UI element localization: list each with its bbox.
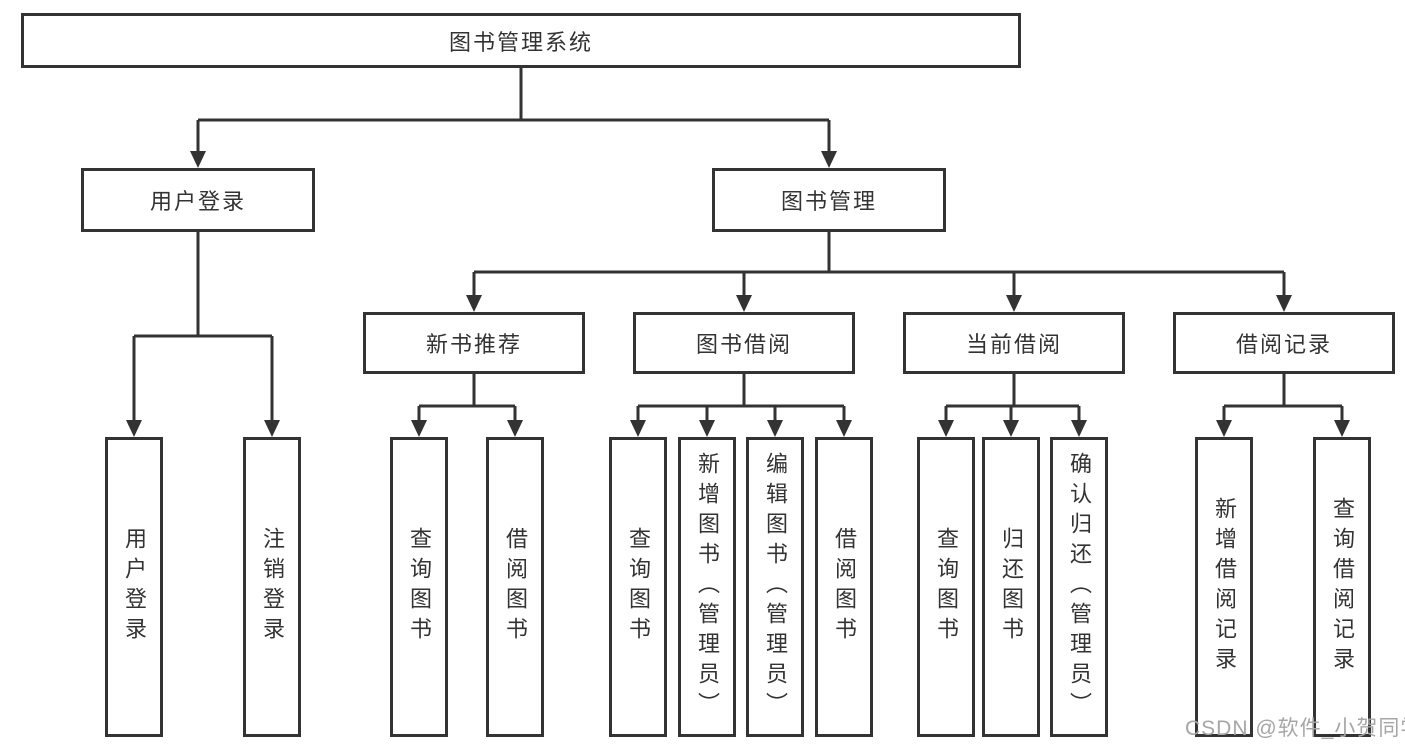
leaf-logout: 注销登录 [243,437,301,737]
leaf-borrow-books: 借阅图书 [815,437,873,737]
node-root: 图书管理系统 [21,13,1021,68]
leaf-borrow-books-label: 借阅图书 [832,527,857,647]
leaf-confirm-return-admin: 确认归还（管理员） [1050,437,1108,737]
leaf-user-login: 用户登录 [105,437,163,737]
leaf-query-books-recommend-label: 查询图书 [407,527,432,647]
leaf-edit-books-admin: 编辑图书（管理员） [746,437,804,737]
leaf-add-borrow-record: 新增借阅记录 [1195,437,1253,737]
csdn-watermark: CSDN @软件_小贺同学 [1185,717,1405,740]
node-user-login-label: 用户登录 [149,189,246,214]
connector-segments [132,68,1344,421]
node-current-borrow-label: 当前借阅 [965,332,1062,357]
node-root-label: 图书管理系统 [448,29,593,55]
leaf-return-books-label: 归还图书 [999,527,1024,647]
node-book-borrow: 图书借阅 [633,312,855,374]
leaf-add-books-admin: 新增图书（管理员） [678,437,736,737]
leaf-return-books: 归还图书 [982,437,1040,737]
node-user-login: 用户登录 [81,168,315,232]
leaf-query-books-borrow: 查询图书 [609,437,667,737]
leaf-query-books-current-label: 查询图书 [934,527,959,647]
leaf-query-borrow-record: 查询借阅记录 [1313,437,1371,737]
leaf-confirm-return-admin-label: 确认归还（管理员） [1067,452,1092,722]
node-current-borrow: 当前借阅 [903,312,1125,374]
leaf-borrow-books-recommend: 借阅图书 [486,437,544,737]
node-new-book-recommend-label: 新书推荐 [425,332,522,357]
node-book-management-label: 图书管理 [780,189,877,214]
leaf-logout-label: 注销登录 [260,527,285,647]
node-new-book-recommend: 新书推荐 [363,312,585,374]
node-borrow-records: 借阅记录 [1173,312,1395,374]
node-book-borrow-label: 图书借阅 [695,332,792,357]
leaf-query-books-recommend: 查询图书 [390,437,448,737]
leaf-query-books-current: 查询图书 [917,437,975,737]
leaf-add-borrow-record-label: 新增借阅记录 [1212,497,1237,677]
leaf-user-login-label: 用户登录 [122,527,147,647]
node-borrow-records-label: 借阅记录 [1235,332,1332,357]
leaf-query-borrow-record-label: 查询借阅记录 [1330,497,1355,677]
leaf-edit-books-admin-label: 编辑图书（管理员） [763,452,788,722]
leaf-query-books-borrow-label: 查询图书 [626,527,651,647]
leaf-borrow-books-recommend-label: 借阅图书 [503,527,528,647]
node-book-management: 图书管理 [712,168,946,232]
leaf-add-books-admin-label: 新增图书（管理员） [695,452,720,722]
